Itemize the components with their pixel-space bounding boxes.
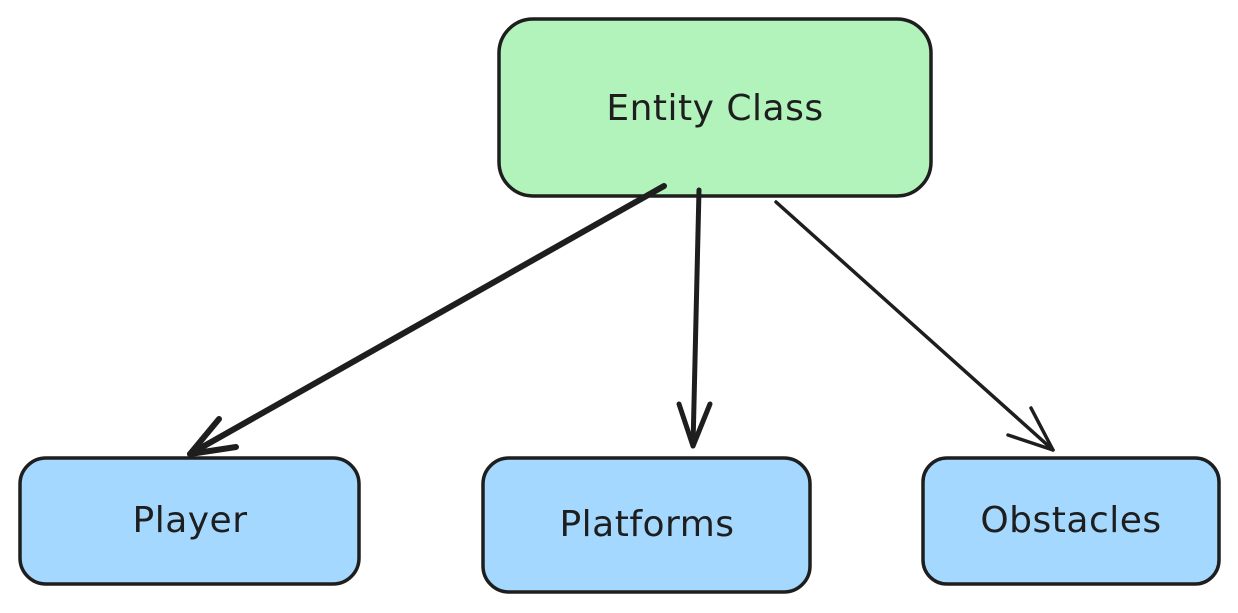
node-entity-class[interactable]: Entity Class [497,17,933,198]
edge-entity-to-platforms [676,187,713,449]
node-entity-class-box [497,17,933,198]
node-platforms-box [481,456,812,594]
edge-entity-to-player [187,183,667,457]
node-player-box [18,456,361,586]
edge-entity-to-player-arrowhead [187,416,239,457]
node-player[interactable]: Player [18,456,361,586]
node-platforms-label: Platforms [559,504,734,545]
node-obstacles-box [921,456,1221,586]
edge-entity-to-obstacles [774,200,1055,452]
edge-entity-to-platforms-arrowhead [676,401,713,449]
node-entity-class-label: Entity Class [606,88,823,129]
node-platforms[interactable]: Platforms [481,456,812,594]
edge-entity-to-obstacles-line [774,200,1055,452]
edge-entity-to-obstacles-arrowhead [1006,406,1055,452]
node-player-label: Player [132,500,247,541]
edge-entity-to-player-line [187,183,667,457]
edge-entity-to-platforms-line [690,187,702,449]
node-obstacles-label: Obstacles [980,500,1161,541]
node-obstacles[interactable]: Obstacles [921,456,1221,586]
